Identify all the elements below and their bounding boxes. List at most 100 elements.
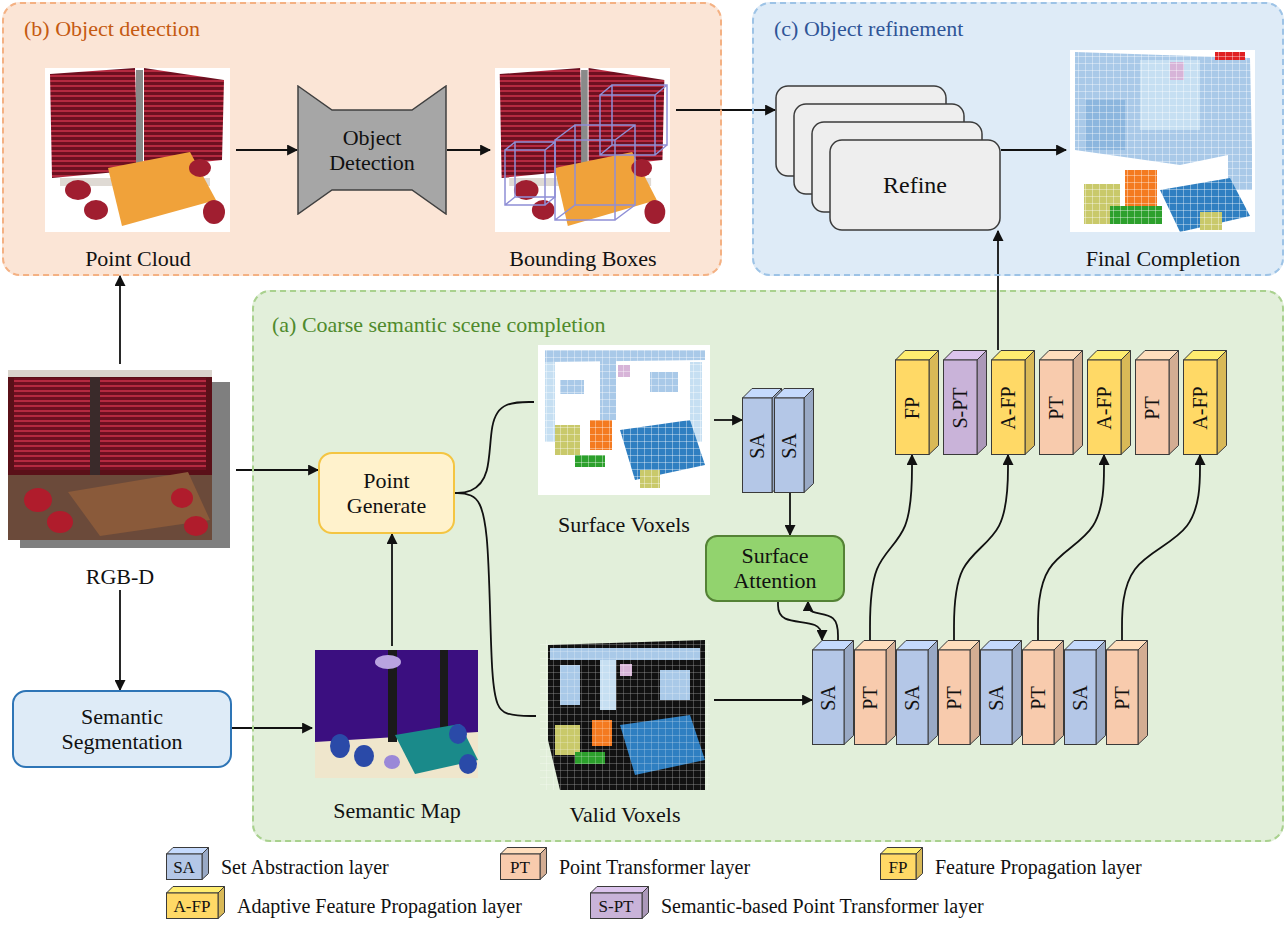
- layer-block: A-FP: [1183, 350, 1227, 455]
- layer-block: PT: [1022, 640, 1064, 745]
- region-panel: (c) Object refinementRefineFinal Complet…: [752, 2, 1284, 276]
- layer-block: PT: [1106, 640, 1148, 745]
- surface-voxels-picture: [538, 345, 710, 495]
- swatch-label: A-FP: [174, 898, 211, 915]
- figure-caption: Final Completion: [1086, 246, 1241, 272]
- legend-swatch: A-FP: [166, 886, 225, 919]
- point-cloud-picture: [45, 68, 230, 232]
- image-figure: Point Cloud: [40, 66, 236, 272]
- legend-swatch: SA: [166, 847, 209, 880]
- box-label: Object Detection: [309, 125, 435, 176]
- layer-block: PT: [1039, 350, 1083, 455]
- panel-title: (b) Object detection: [24, 16, 200, 42]
- connector-arrow: [455, 493, 536, 716]
- process-box: Point Generate: [318, 452, 455, 534]
- layer-label: SA: [747, 433, 767, 459]
- image-figure: Surface Voxels: [534, 342, 714, 538]
- layer-block: SA: [774, 388, 814, 493]
- connector-arrow: [236, 469, 318, 471]
- figure-caption: Valid Voxels: [569, 802, 680, 828]
- connector-arrow: [808, 602, 838, 640]
- layer-block: SA: [896, 640, 938, 745]
- bounding-box-picture: [495, 68, 670, 232]
- layer-block: SA: [1064, 640, 1106, 745]
- connector-arrow: [236, 149, 297, 151]
- layer-block: PT: [938, 640, 980, 745]
- swatch-label: FP: [889, 859, 908, 876]
- connector-arrow: [714, 419, 742, 421]
- image-figure: Bounding Boxes: [490, 66, 676, 272]
- connector-arrow: [1001, 149, 1066, 151]
- connector-arrow: [1038, 455, 1104, 640]
- legend-text: Point Transformer layer: [559, 856, 750, 879]
- figure-caption: Surface Voxels: [558, 512, 690, 538]
- box-label: Semantic Segmentation: [24, 704, 220, 755]
- connector-arrow: [714, 699, 812, 701]
- layer-label: A-FP: [998, 386, 1018, 429]
- layer-label: PT: [1142, 396, 1162, 419]
- layer-block: SA: [980, 640, 1022, 745]
- layer-label: SA: [779, 433, 799, 459]
- layer-block: A-FP: [991, 350, 1035, 455]
- figure-caption: Semantic Map: [333, 798, 461, 824]
- connector-arrow: [447, 149, 490, 151]
- connector-arrow: [119, 590, 121, 690]
- figure-caption: Bounding Boxes: [509, 246, 656, 272]
- box-label: Point Generate: [330, 468, 443, 519]
- connector-arrow: [1122, 455, 1200, 640]
- layer-label: PT: [944, 686, 964, 709]
- semantic-map-picture: [315, 650, 478, 778]
- legend-text: Semantic-based Point Transformer layer: [661, 895, 984, 918]
- connector-arrow: [676, 109, 775, 111]
- layer-label: PT: [1046, 396, 1066, 419]
- panel-grounds: [2, 2, 1284, 842]
- legend-text: Adaptive Feature Propagation layer: [237, 895, 522, 918]
- image-figure: Final Completion: [1066, 46, 1260, 272]
- connector-arrow: [870, 455, 912, 640]
- layer-label: A-FP: [1190, 386, 1210, 429]
- layer-block: FP: [895, 350, 939, 455]
- attention-box: Surface Attention: [705, 535, 845, 602]
- image-figure: RGB-D: [4, 364, 236, 590]
- panel-title: (a) Coarse semantic scene completion: [272, 312, 606, 338]
- process-box: Semantic Segmentation: [12, 690, 232, 768]
- layer-block: S-PT: [943, 350, 987, 455]
- connector-arrow: [119, 276, 121, 364]
- connector-arrow: [789, 493, 791, 535]
- layer-label: PT: [860, 686, 880, 709]
- image-figure: Valid Voxels: [536, 636, 714, 828]
- stacked-box: Refine: [775, 85, 1001, 231]
- region-panel: (a) Coarse semantic scene completionPoin…: [252, 290, 1284, 842]
- layer-label: PT: [1028, 686, 1048, 709]
- legend-text: Set Abstraction layer: [221, 856, 389, 879]
- region-panel: (b) Object detectionPoint Cloud Object De…: [2, 2, 722, 276]
- layer-label: SA: [1070, 685, 1090, 711]
- box-label: Surface Attention: [717, 543, 833, 594]
- connector-arrow: [954, 455, 1008, 640]
- swatch-label: SA: [173, 859, 195, 876]
- swatch-label: S-PT: [599, 898, 634, 915]
- layer-label: S-PT: [950, 387, 970, 428]
- connector-arrow: [391, 534, 393, 646]
- legend-swatch: FP: [880, 847, 923, 880]
- panel-title: (c) Object refinement: [774, 16, 963, 42]
- layer-label: PT: [1112, 686, 1132, 709]
- box-label: Refine: [883, 172, 947, 199]
- layer-block: A-FP: [1087, 350, 1131, 455]
- figure-caption: Point Cloud: [85, 246, 191, 272]
- layer-block: PT: [1135, 350, 1179, 455]
- legend-swatch: PT: [500, 847, 547, 880]
- layer-label: SA: [902, 685, 922, 711]
- figure-caption: RGB-D: [86, 564, 154, 590]
- layer-label: SA: [818, 685, 838, 711]
- final-completion-picture: [1070, 50, 1255, 232]
- layer-block: SA: [812, 640, 854, 745]
- connector-arrow: [232, 727, 312, 729]
- legend-swatch: S-PT: [590, 886, 649, 919]
- layer-block: PT: [854, 640, 896, 745]
- stacked-cards: [775, 85, 1001, 231]
- connector-arrow: [778, 602, 822, 640]
- layer-label: A-FP: [1094, 386, 1114, 429]
